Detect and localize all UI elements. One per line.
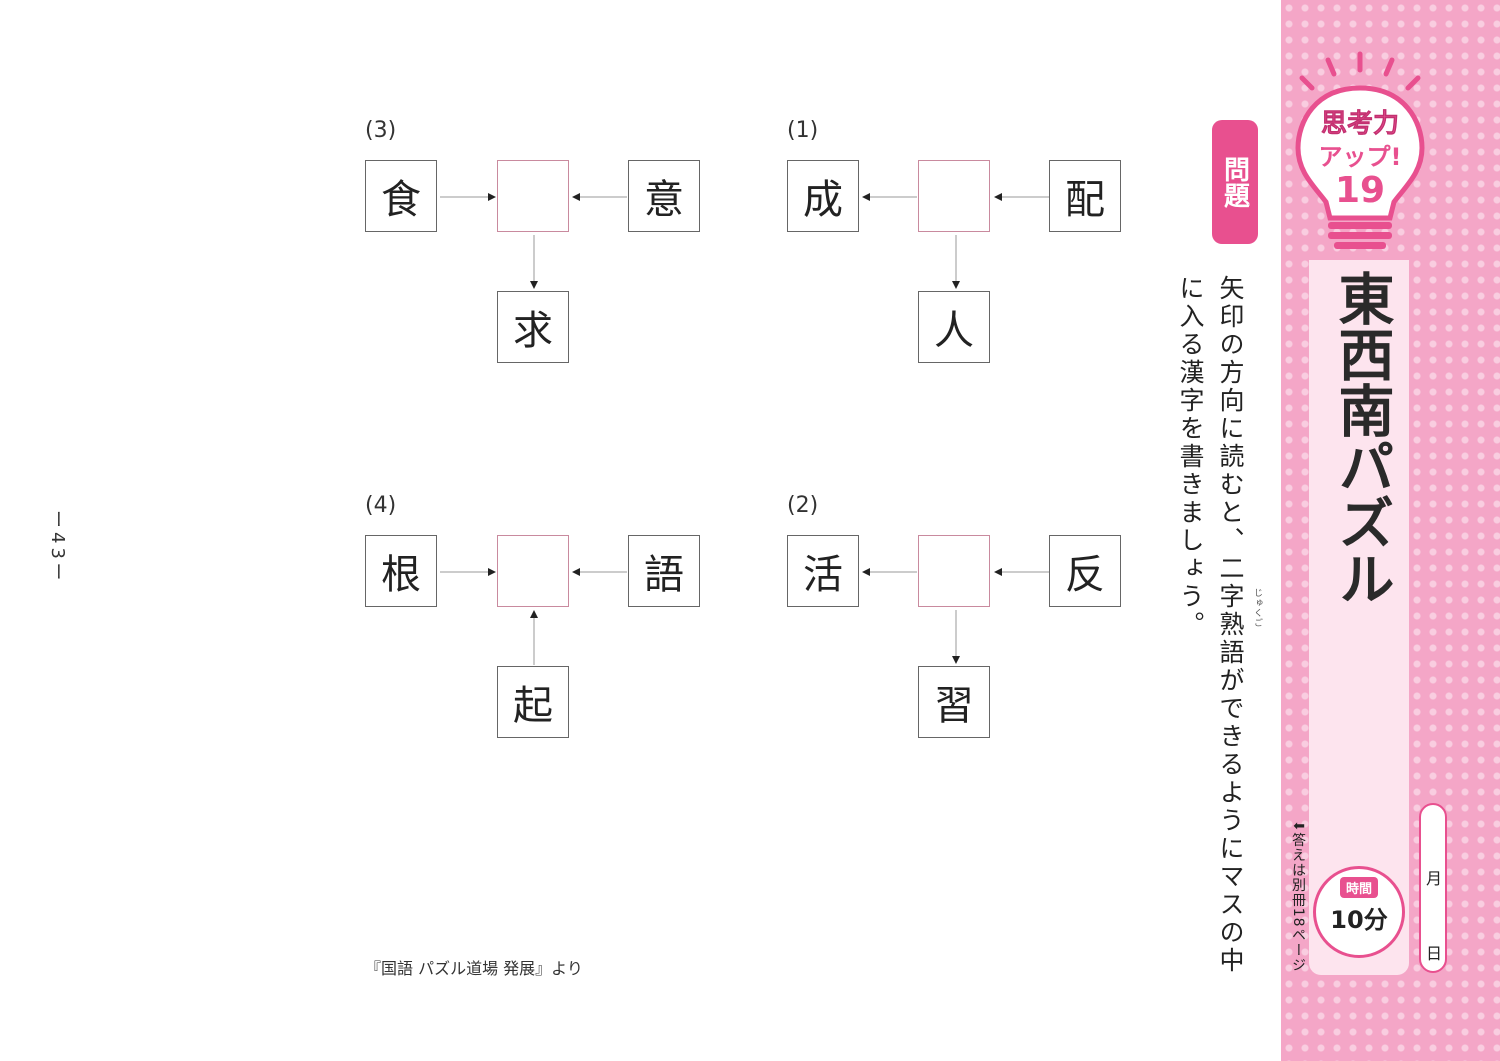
kanji-box-right: 反 [1049, 535, 1121, 607]
page-title: 東西南パズル [1329, 270, 1394, 606]
puzzle-2: (2) 活 反 習 [787, 493, 1127, 795]
furigana: じゅくご [1252, 588, 1262, 628]
kanji-box-left: 食 [365, 160, 437, 232]
kanji-box-right: 語 [628, 535, 700, 607]
puzzle-label: (4) [365, 493, 397, 518]
kanji-box-left: 根 [365, 535, 437, 607]
arrows [862, 193, 1049, 289]
puzzle-3: (3) 食 意 求 [365, 118, 705, 420]
answer-box[interactable] [918, 535, 990, 607]
kanji-box-left: 活 [787, 535, 859, 607]
kanji-box-bottom: 求 [497, 291, 569, 363]
puzzle-label: (2) [787, 493, 819, 518]
arrows [440, 568, 627, 665]
page-number: ー43ー [47, 510, 68, 585]
answer-box[interactable] [918, 160, 990, 232]
arrows [862, 568, 1049, 664]
instruction-text: 矢印の方向に読むと、二字熟語ができるようにマスの中に入る漢字を書きましょう。 [1176, 275, 1245, 975]
answer-box[interactable] [497, 535, 569, 607]
kanji-box-bottom: 起 [497, 666, 569, 738]
kanji-box-bottom: 人 [918, 291, 990, 363]
month-label: 月 [1426, 869, 1443, 888]
day-label: 日 [1426, 944, 1443, 963]
arrows [440, 193, 627, 289]
puzzle-1: (1) 成 配 人 [787, 118, 1127, 420]
answer-reference: ⬇答えは別冊18ページ [1288, 820, 1308, 973]
source-citation: 『国語 パズル道場 発展』より [365, 959, 583, 978]
badge-number: 19 [1335, 170, 1385, 211]
section-label: 問題 [1212, 120, 1258, 244]
title-panel [1309, 260, 1409, 975]
answer-box[interactable] [497, 160, 569, 232]
puzzle-4: (4) 根 語 起 [365, 493, 705, 795]
kanji-box-right: 配 [1049, 160, 1121, 232]
kanji-box-right: 意 [628, 160, 700, 232]
down-arrow-icon: ⬇ [1290, 820, 1306, 833]
badge-line2: アップ! [1319, 143, 1402, 171]
puzzle-label: (1) [787, 118, 819, 143]
timer-label: 時間 [1339, 877, 1378, 898]
kanji-box-bottom: 習 [918, 666, 990, 738]
puzzle-label: (3) [365, 118, 397, 143]
timer-value: 10分 [1330, 906, 1388, 934]
answer-reference-text: 答えは別冊18ページ [1290, 832, 1306, 973]
badge-line1: 思考力 [1321, 109, 1399, 139]
timer-badge: 時間 10分 [1313, 866, 1405, 958]
kanji-box-left: 成 [787, 160, 859, 232]
lightbulb-badge-icon: 思考力 アップ! 19 [1295, 51, 1425, 249]
date-box[interactable]: 月 日 [1419, 803, 1447, 973]
